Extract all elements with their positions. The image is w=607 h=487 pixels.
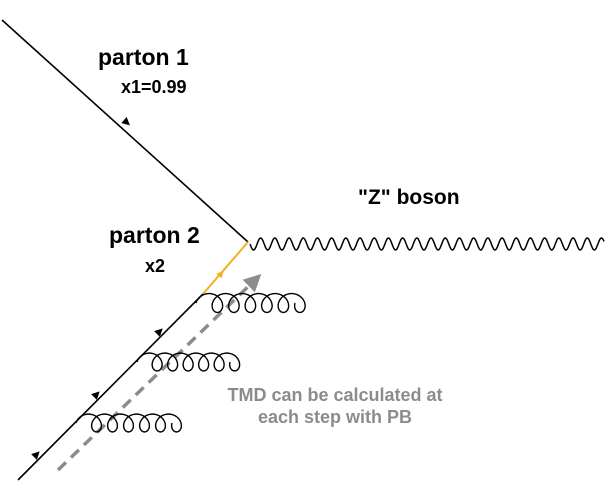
gluon-emission-middle <box>136 352 241 372</box>
parton2-momentum-fraction: x2 <box>145 256 166 276</box>
z-boson-label: "Z" boson <box>358 186 460 209</box>
parton2-highlighted-propagator <box>202 241 249 295</box>
parton1-momentum-fraction: x1=0.99 <box>121 77 187 97</box>
parton1-line <box>1 19 249 243</box>
parton2-line <box>17 293 204 481</box>
gluon-emission-top <box>195 292 306 314</box>
parton2-label: parton 2 <box>109 222 200 248</box>
parton2-arrow-3 <box>154 328 163 337</box>
parton2-highlighted-arrow <box>216 270 224 279</box>
tmd-annotation-line-2: each step with PB <box>257 407 413 427</box>
parton1-arrow <box>121 117 130 126</box>
tmd-annotation-line-1: TMD can be calculated at <box>227 385 443 405</box>
z-boson-wavy-line <box>249 237 605 251</box>
parton2-arrow-1 <box>31 451 40 460</box>
tmd-evolution-arrow <box>56 273 262 472</box>
tmd-annotation: TMD can be calculated at each step with … <box>190 384 480 428</box>
gluon-emission-bottom <box>75 413 183 433</box>
parton1-label: parton 1 <box>98 44 189 70</box>
parton2-arrow-2 <box>91 391 100 400</box>
